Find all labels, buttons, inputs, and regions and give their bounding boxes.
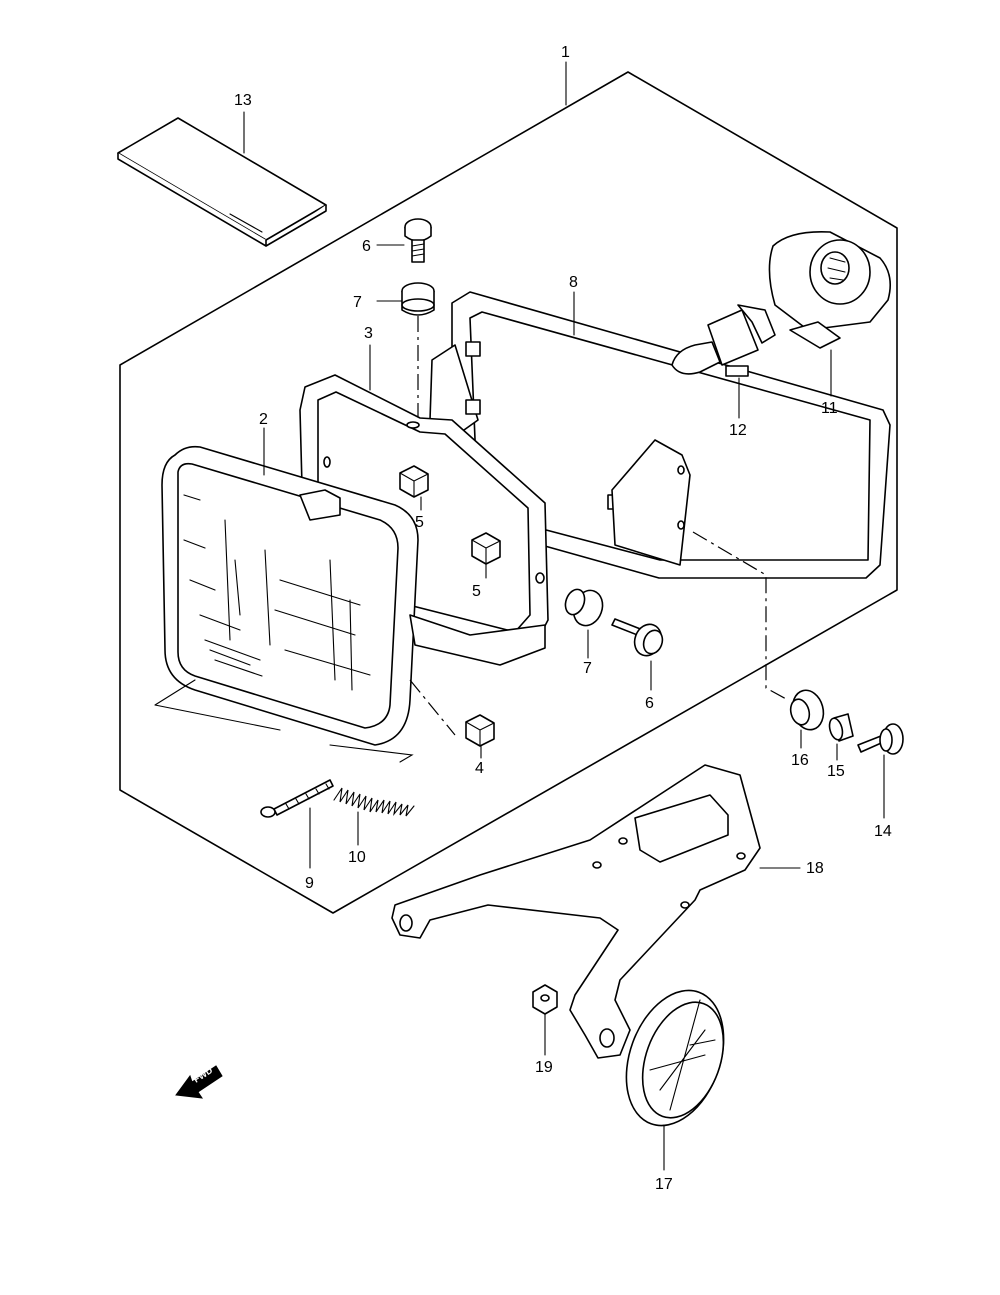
leader-lines — [243, 61, 885, 1171]
guide-line — [409, 679, 456, 736]
part-9-screw — [260, 779, 334, 818]
label-7-top: 7 — [353, 294, 362, 311]
part-7-grommet-top — [401, 282, 435, 316]
label-18: 18 — [806, 860, 824, 877]
label-8: 8 — [569, 274, 578, 291]
part-12-bulb — [671, 304, 776, 377]
part-17-reflector — [625, 989, 725, 1127]
label-6-lower: 6 — [645, 695, 654, 712]
label-6-top: 6 — [362, 238, 371, 255]
label-5-upper: 5 — [415, 514, 424, 531]
forward-direction-arrow: FWD — [175, 1065, 223, 1099]
assembly-outline — [119, 71, 898, 914]
part-15-collar — [828, 713, 854, 742]
part-13-sticker — [117, 117, 327, 247]
label-7-lower: 7 — [583, 660, 592, 677]
label-2: 2 — [259, 411, 268, 428]
label-10: 10 — [348, 849, 366, 866]
label-4: 4 — [475, 760, 484, 777]
label-9: 9 — [305, 875, 314, 892]
label-13: 13 — [234, 92, 252, 109]
label-3: 3 — [364, 325, 373, 342]
part-18-bracket — [391, 764, 761, 1059]
label-15: 15 — [827, 763, 845, 780]
part-number-labels: 1 13 6 7 3 8 2 5 5 7 6 4 11 12 16 15 14 … — [234, 44, 892, 1193]
guide-line — [692, 531, 789, 701]
part-16-nut — [789, 689, 825, 731]
part-14-bolt — [857, 723, 904, 755]
guide-line — [154, 679, 414, 763]
label-12: 12 — [729, 422, 747, 439]
part-5-clip-lower — [471, 532, 501, 565]
part-11-socket-cover — [768, 230, 891, 349]
part-5-clip-upper — [399, 465, 429, 498]
label-14: 14 — [874, 823, 892, 840]
label-11: 11 — [821, 400, 838, 417]
part-10-spring — [333, 787, 415, 817]
label-5-lower: 5 — [472, 583, 481, 600]
label-16: 16 — [791, 752, 809, 769]
label-19: 19 — [535, 1059, 553, 1076]
part-19-nut — [532, 984, 558, 1015]
part-2-headlamp — [161, 445, 546, 746]
part-6-screw-lower — [611, 618, 664, 657]
part-6-screw-top — [404, 218, 432, 263]
label-17: 17 — [655, 1176, 673, 1193]
label-1: 1 — [561, 44, 570, 61]
part-4-clip — [465, 714, 495, 747]
part-8-housing — [429, 291, 891, 579]
part-7-grommet-lower — [564, 588, 604, 627]
